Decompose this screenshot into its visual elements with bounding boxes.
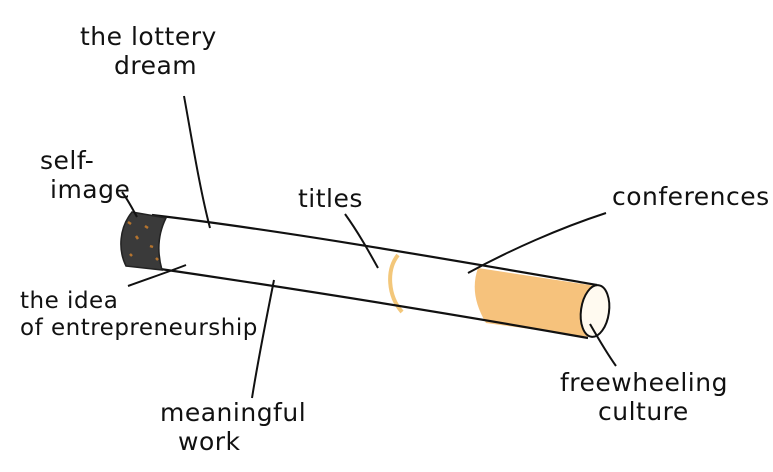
label-freewheeling-culture: freewheeling culture bbox=[560, 368, 728, 426]
cigarette-band bbox=[388, 253, 404, 314]
label-lottery-dream: the lottery dream bbox=[80, 22, 217, 80]
ash-end bbox=[120, 211, 168, 271]
label-self-image: self- image bbox=[40, 146, 130, 204]
label-entrepreneurship-line1: the idea bbox=[20, 288, 119, 314]
label-self-image-line2: image bbox=[50, 175, 131, 204]
leader-entrepreneurship bbox=[127, 264, 187, 287]
leader-conferences bbox=[467, 212, 607, 274]
leader-titles bbox=[344, 213, 379, 269]
cigarette-top-edge bbox=[151, 213, 598, 287]
label-meaningful-work: meaningful work bbox=[160, 398, 306, 456]
label-lottery-line2: dream bbox=[114, 51, 198, 80]
label-freewheeling-line1: freewheeling bbox=[560, 368, 728, 397]
leader-lottery bbox=[183, 95, 211, 229]
cigarette-bottom-edge bbox=[139, 264, 589, 340]
label-titles: titles bbox=[298, 184, 363, 213]
label-lottery-line1: the lottery bbox=[80, 22, 217, 51]
leader-freewheeling bbox=[589, 323, 617, 367]
filter-end bbox=[579, 284, 611, 338]
label-conferences: conferences bbox=[612, 182, 770, 211]
leader-meaningful-work bbox=[251, 279, 275, 399]
ember-specks bbox=[127, 220, 159, 261]
label-idea-of-entrepreneurship: the idea of entrepreneurship bbox=[20, 288, 258, 342]
label-meaningful-work-line1: meaningful bbox=[160, 398, 307, 427]
leader-self-image bbox=[121, 191, 138, 218]
cigarette-filter bbox=[474, 268, 596, 337]
label-entrepreneurship-line2: of entrepreneurship bbox=[20, 315, 258, 341]
label-freewheeling-line2: culture bbox=[598, 397, 689, 426]
label-self-image-line1: self- bbox=[40, 146, 95, 175]
label-meaningful-work-line2: work bbox=[178, 427, 241, 456]
